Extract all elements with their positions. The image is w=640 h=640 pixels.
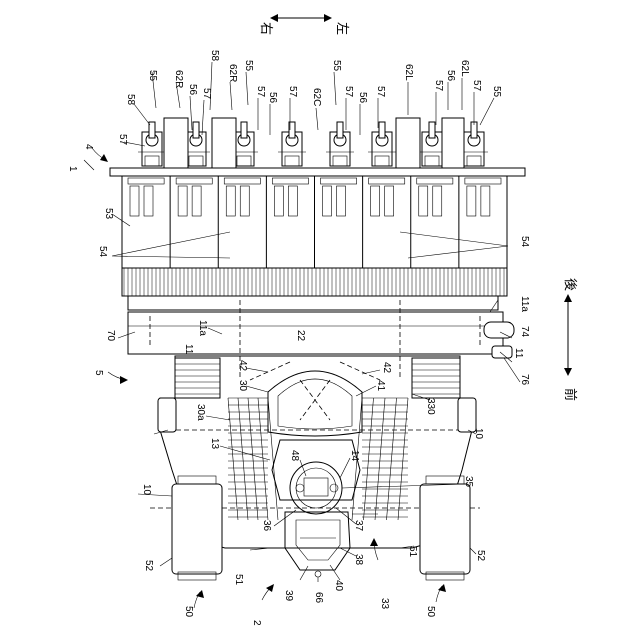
label-76: 76	[519, 374, 530, 386]
label-11a-right: 11a	[519, 296, 530, 312]
label-57h: 57	[471, 80, 482, 92]
label-33: 33	[379, 598, 390, 610]
label-56b: 56	[267, 92, 278, 104]
label-37: 37	[353, 520, 364, 532]
label-50-left: 50	[183, 606, 194, 618]
label-62R-b: 62R	[227, 64, 238, 82]
label-57f: 57	[375, 86, 386, 98]
left-right-direction-indicator: 右 左	[259, 14, 350, 35]
label-13: 13	[209, 438, 220, 450]
label-55b: 55	[243, 60, 254, 72]
label-10-left: 10	[141, 484, 152, 496]
label-55c: 55	[331, 60, 342, 72]
label-52-left: 52	[143, 560, 154, 572]
label-22: 22	[295, 330, 306, 342]
label-57b: 57	[117, 134, 128, 146]
label-62L-a: 62L	[403, 64, 414, 81]
front-wheel-left	[172, 476, 222, 580]
label-62C: 62C	[311, 88, 322, 106]
label-55d: 55	[491, 86, 502, 98]
label-54a: 54	[97, 246, 108, 258]
label-11-right: 11	[513, 348, 524, 359]
label-36: 36	[261, 520, 272, 532]
label-30: 30	[237, 380, 248, 392]
label-62L-b: 62L	[459, 60, 470, 77]
direction-front-label: 前	[563, 388, 578, 401]
label-4: 4	[83, 144, 94, 150]
rear-wheel-right	[458, 398, 476, 432]
label-330: 330	[425, 398, 436, 415]
label-57g: 57	[433, 80, 444, 92]
label-30a: 30a	[195, 404, 206, 421]
label-35: 35	[463, 476, 474, 488]
label-48: 48	[289, 450, 300, 462]
label-11a-left: 11a	[197, 320, 208, 336]
direction-left-label: 左	[335, 22, 350, 35]
front-wheel-right	[420, 476, 470, 580]
label-57c: 57	[255, 86, 266, 98]
label-50-right: 50	[425, 606, 436, 618]
label-57d: 57	[287, 86, 298, 98]
label-10-right: 10	[473, 428, 484, 440]
label-55a: 55	[147, 70, 158, 82]
label-14: 14	[349, 450, 360, 462]
label-53: 53	[103, 208, 114, 220]
direction-rear-label: 後	[563, 278, 578, 291]
label-66: 66	[313, 592, 324, 604]
label-2: 2	[251, 620, 262, 626]
direction-right-label: 右	[259, 22, 274, 35]
label-57a: 57	[201, 88, 212, 100]
label-56c: 56	[357, 92, 368, 104]
front-rear-direction-indicator: 後 前	[563, 278, 578, 401]
label-42-left: 42	[237, 360, 248, 372]
planting-unit	[110, 118, 525, 310]
label-56d: 56	[445, 70, 456, 82]
label-56a: 56	[187, 84, 198, 96]
label-5: 5	[93, 370, 104, 376]
label-41: 41	[375, 380, 386, 392]
label-62R-a: 62R	[173, 70, 184, 88]
label-74: 74	[519, 326, 530, 338]
label-57e: 57	[343, 86, 354, 98]
label-39: 39	[283, 590, 294, 602]
rear-wheel-left	[158, 398, 176, 432]
label-51-right: 51	[407, 546, 418, 558]
label-40: 40	[333, 580, 344, 592]
label-1: 1	[67, 166, 78, 172]
label-58a: 58	[209, 50, 220, 62]
label-54b: 54	[519, 236, 530, 248]
label-52-right: 52	[475, 550, 486, 562]
label-70: 70	[105, 330, 116, 342]
label-38: 38	[353, 554, 364, 566]
label-58b: 58	[125, 94, 136, 106]
label-42-right: 42	[381, 362, 392, 374]
label-11-left: 11	[183, 344, 194, 355]
label-51-left: 51	[233, 574, 244, 586]
